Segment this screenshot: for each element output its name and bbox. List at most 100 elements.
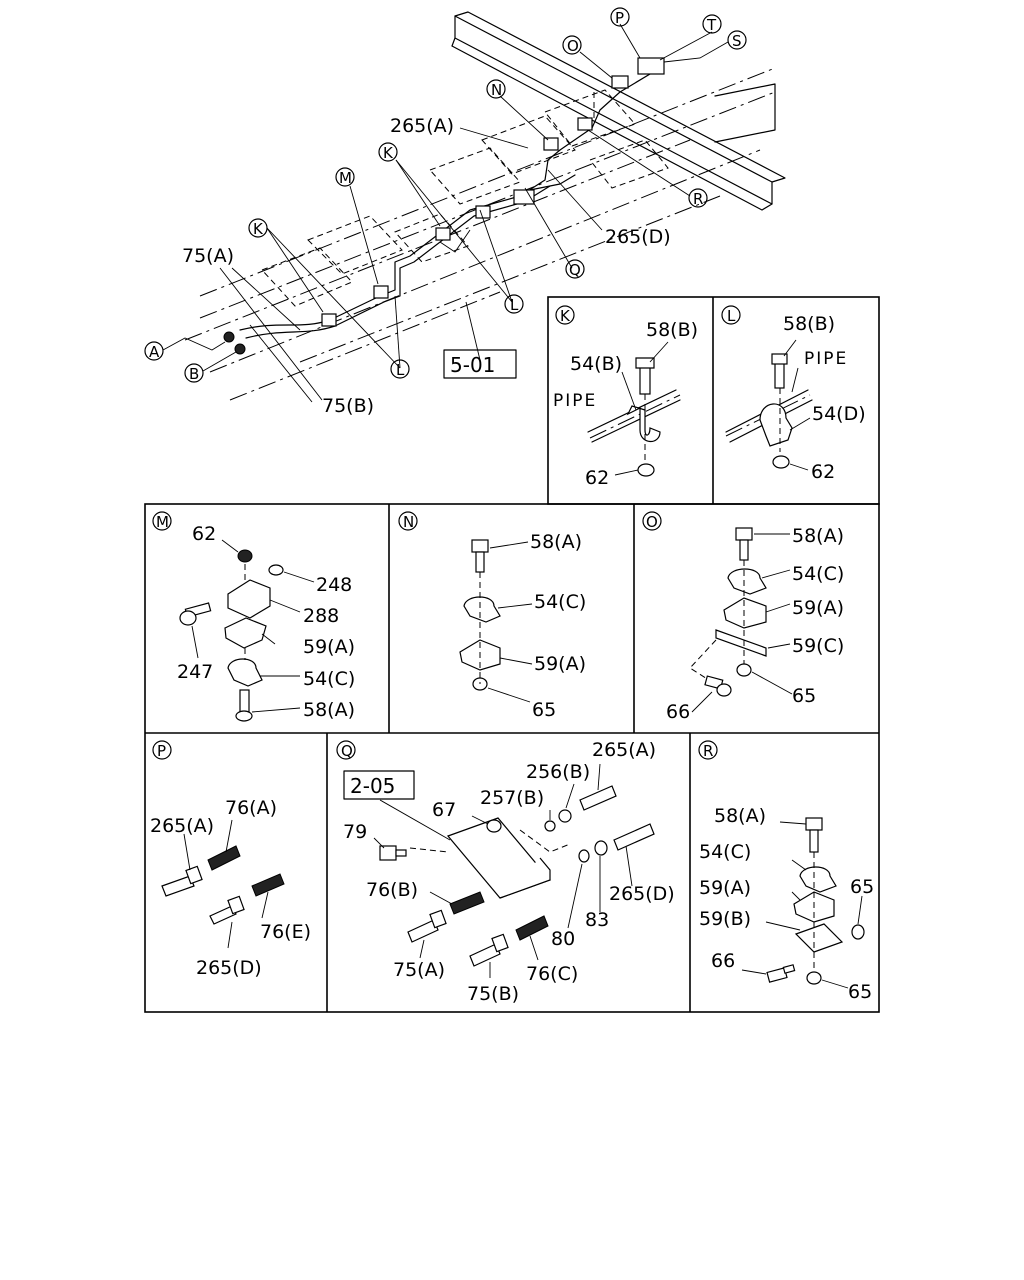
panel-q-75a: 75(A) <box>393 959 445 981</box>
label-75b: 75(B) <box>322 395 374 417</box>
panel-o: O 58(A) 54(C) 59(A) 59(C) 65 66 <box>642 511 844 723</box>
svg-text:Q: Q <box>569 261 581 279</box>
panel-m: M 62 248 288 59(A) 247 54(C) 58(A) <box>152 511 355 722</box>
ref-box-2-05 <box>343 770 415 800</box>
panel-q-83: 83 <box>585 909 609 931</box>
panel-r-65-top: 65 <box>850 876 874 898</box>
callout-n: N <box>486 79 506 99</box>
panel-o-title: O <box>646 513 658 531</box>
callout-o: O <box>562 35 582 55</box>
label-265a: 265(A) <box>390 115 454 137</box>
svg-text:L: L <box>396 361 405 379</box>
callout-t: T <box>702 14 722 34</box>
svg-text:K: K <box>253 220 264 238</box>
panel-n-59a: 59(A) <box>534 653 586 675</box>
panel-k: K 58(B) 54(B) PIPE 62 <box>553 305 698 489</box>
panel-q-257b: 257(B) <box>480 787 544 809</box>
svg-text:B: B <box>189 365 199 383</box>
svg-text:O: O <box>567 37 579 55</box>
panel-q-75b: 75(B) <box>467 983 519 1005</box>
panel-k-62: 62 <box>585 467 609 489</box>
panel-o-59a: 59(A) <box>792 597 844 619</box>
label-75a: 75(A) <box>182 245 234 267</box>
panel-r: R 58(A) 54(C) 59(A) 65 59(B) 66 65 <box>698 740 874 1003</box>
panel-q-79: 79 <box>343 821 367 843</box>
panel-q-265d: 265(D) <box>609 883 675 905</box>
panel-r-title: R <box>703 742 713 760</box>
svg-text:L: L <box>510 296 519 314</box>
callout-r: R <box>688 188 708 208</box>
panel-r-66: 66 <box>711 950 735 972</box>
ref-box-5-01 <box>443 349 517 379</box>
panel-k-pipe: PIPE <box>553 391 597 411</box>
callout-l2: L <box>504 294 524 314</box>
panel-l: L 58(B) PIPE 54(D) 62 <box>721 305 866 483</box>
panel-o-65: 65 <box>792 685 816 707</box>
main-clamp-1 <box>321 57 665 327</box>
callout-p: P <box>610 7 630 27</box>
panel-p-265d: 265(D) <box>196 957 262 979</box>
panel-r-54c: 54(C) <box>699 841 751 863</box>
panel-q: Q 2-05 265(A) 256(B) 257(B) 67 79 76(B) … <box>336 739 675 1005</box>
callout-l1: L <box>390 359 410 379</box>
panel-n-54c: 54(C) <box>534 591 586 613</box>
panel-q-256b: 256(B) <box>526 761 590 783</box>
panel-m-288: 288 <box>303 605 339 627</box>
panel-q-67: 67 <box>432 799 456 821</box>
panel-r-59b: 59(B) <box>699 908 751 930</box>
panel-l-54d: 54(D) <box>812 403 866 425</box>
panel-l-62: 62 <box>811 461 835 483</box>
panel-q-76c: 76(C) <box>526 963 578 985</box>
ref-5-01: 5-01 <box>450 353 495 377</box>
callout-a: A <box>144 341 164 361</box>
panel-p: P 265(A) 76(A) 76(E) 265(D) <box>150 740 311 979</box>
panel-l-pipe: PIPE <box>804 349 848 369</box>
label-265d: 265(D) <box>605 226 671 248</box>
panel-m-62: 62 <box>192 523 216 545</box>
panel-m-title: M <box>156 513 169 531</box>
svg-text:N: N <box>491 81 502 99</box>
panel-r-59a: 59(A) <box>699 877 751 899</box>
panel-o-58a: 58(A) <box>792 525 844 547</box>
panel-k-title: K <box>560 307 571 325</box>
panel-k-54b: 54(B) <box>570 353 622 375</box>
panel-p-76a: 76(A) <box>225 797 277 819</box>
panel-p-title: P <box>157 742 166 760</box>
ref-2-05: 2-05 <box>350 774 395 798</box>
panel-n-58a: 58(A) <box>530 531 582 553</box>
svg-text:P: P <box>615 9 624 27</box>
panel-l-58b: 58(B) <box>783 313 835 335</box>
panel-p-265a: 265(A) <box>150 815 214 837</box>
panel-q-265a: 265(A) <box>592 739 656 761</box>
panel-q-title: Q <box>341 742 353 760</box>
callout-b: B <box>184 363 204 383</box>
panel-m-247: 247 <box>177 661 213 683</box>
svg-text:K: K <box>383 144 394 162</box>
panel-n-65: 65 <box>532 699 556 721</box>
callout-k1: K <box>248 218 268 238</box>
panel-n: N 58(A) 54(C) 59(A) 65 <box>398 511 586 721</box>
svg-text:R: R <box>693 190 703 208</box>
panel-m-54c: 54(C) <box>303 668 355 690</box>
callout-k2: K <box>378 142 398 162</box>
panel-o-66: 66 <box>666 701 690 723</box>
callout-s: S <box>727 30 747 50</box>
panel-k-58b: 58(B) <box>646 319 698 341</box>
main-view: 5-01 75(A) 75(B) 265(A) 265(D) A B K K M… <box>144 7 786 417</box>
callout-q: Q <box>565 259 585 279</box>
svg-text:T: T <box>706 16 717 34</box>
panel-r-58a: 58(A) <box>714 805 766 827</box>
panel-r-65-bot: 65 <box>848 981 872 1003</box>
panel-o-54c: 54(C) <box>792 563 844 585</box>
panel-o-59c: 59(C) <box>792 635 844 657</box>
svg-text:A: A <box>149 343 160 361</box>
svg-text:M: M <box>339 169 352 187</box>
panel-q-80: 80 <box>551 928 575 950</box>
svg-text:S: S <box>732 32 742 50</box>
panel-m-59a: 59(A) <box>303 636 355 658</box>
panel-m-58a: 58(A) <box>303 699 355 721</box>
panel-m-248: 248 <box>316 574 352 596</box>
panel-n-title: N <box>403 513 414 531</box>
